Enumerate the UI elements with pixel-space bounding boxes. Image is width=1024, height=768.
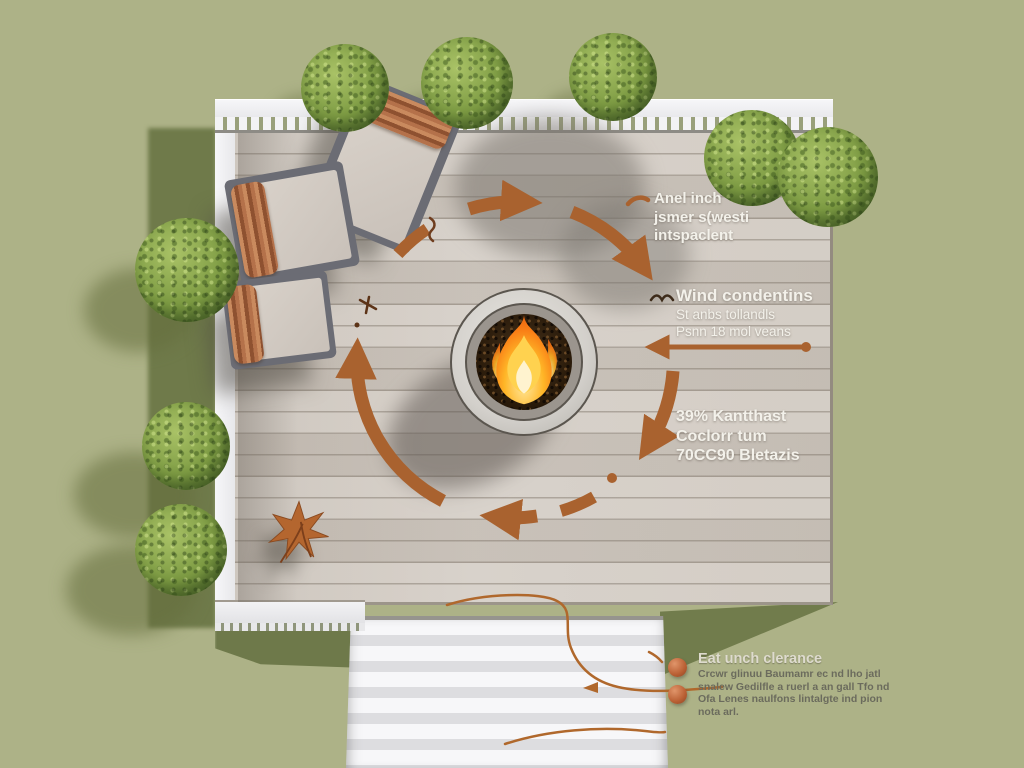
deck-railing-bottom-left-balusters [215,623,365,631]
bush [569,33,657,121]
annotation-line: jsmer s(westi [654,208,750,226]
bush [301,44,389,132]
annotation-line: Psnn 18 mol veans [676,324,791,339]
legend-bullet-icon [668,658,687,677]
fallen-leaf-icon [267,500,329,564]
legend: Eat unch clerance Crcwr glinuu Baumamr e… [666,650,976,718]
bush [421,37,513,129]
lounge-chair-middle [223,160,361,286]
bush [778,127,878,227]
legend-bullet-icon [668,685,687,704]
fire-pit [450,288,598,436]
annotation-line: 70CC90 Bletazis [676,447,800,464]
legend-text-line: nota arl. [698,705,739,718]
deck-stairs [346,616,668,768]
annotation-top-note: Anel inch jsmer s(westi intspaclent [654,190,749,246]
annotation-title: Wind condentins [676,286,813,305]
annotation-line: intspaclent [654,227,734,244]
legend-text-line: Crcwr glinuu Baumamr ec nd lho jatl [698,668,881,680]
annotation-line: Coclorr tum [676,427,767,445]
deck-railing-bottom-left [215,600,365,624]
legend-text-line: Ofa Lenes naulfons lintalgte ind pion [698,693,883,705]
fire-pit-flame-icon [492,312,557,405]
bush [142,402,230,490]
deck-railing-left [215,99,235,602]
annotation-wind-note: Wind condentins St anbs tollandls Psnn 1… [676,286,813,340]
legend-title: Eat unch clerance [698,651,823,667]
annotation-line: 39% Kantthast [676,408,787,425]
annotation-line: Anel inch [654,190,722,207]
lounge-chair-bottom [221,269,337,371]
annotation-line: St anbs tollandls [676,307,776,322]
annotation-clearance-note: 39% Kantthast Coclorr tum 70CC90 Bletazi… [676,407,800,466]
bush [135,504,227,596]
legend-text-line: snalew Gedilfle a ruerl a an gall Tfo nd [698,680,890,693]
bush [135,218,239,322]
